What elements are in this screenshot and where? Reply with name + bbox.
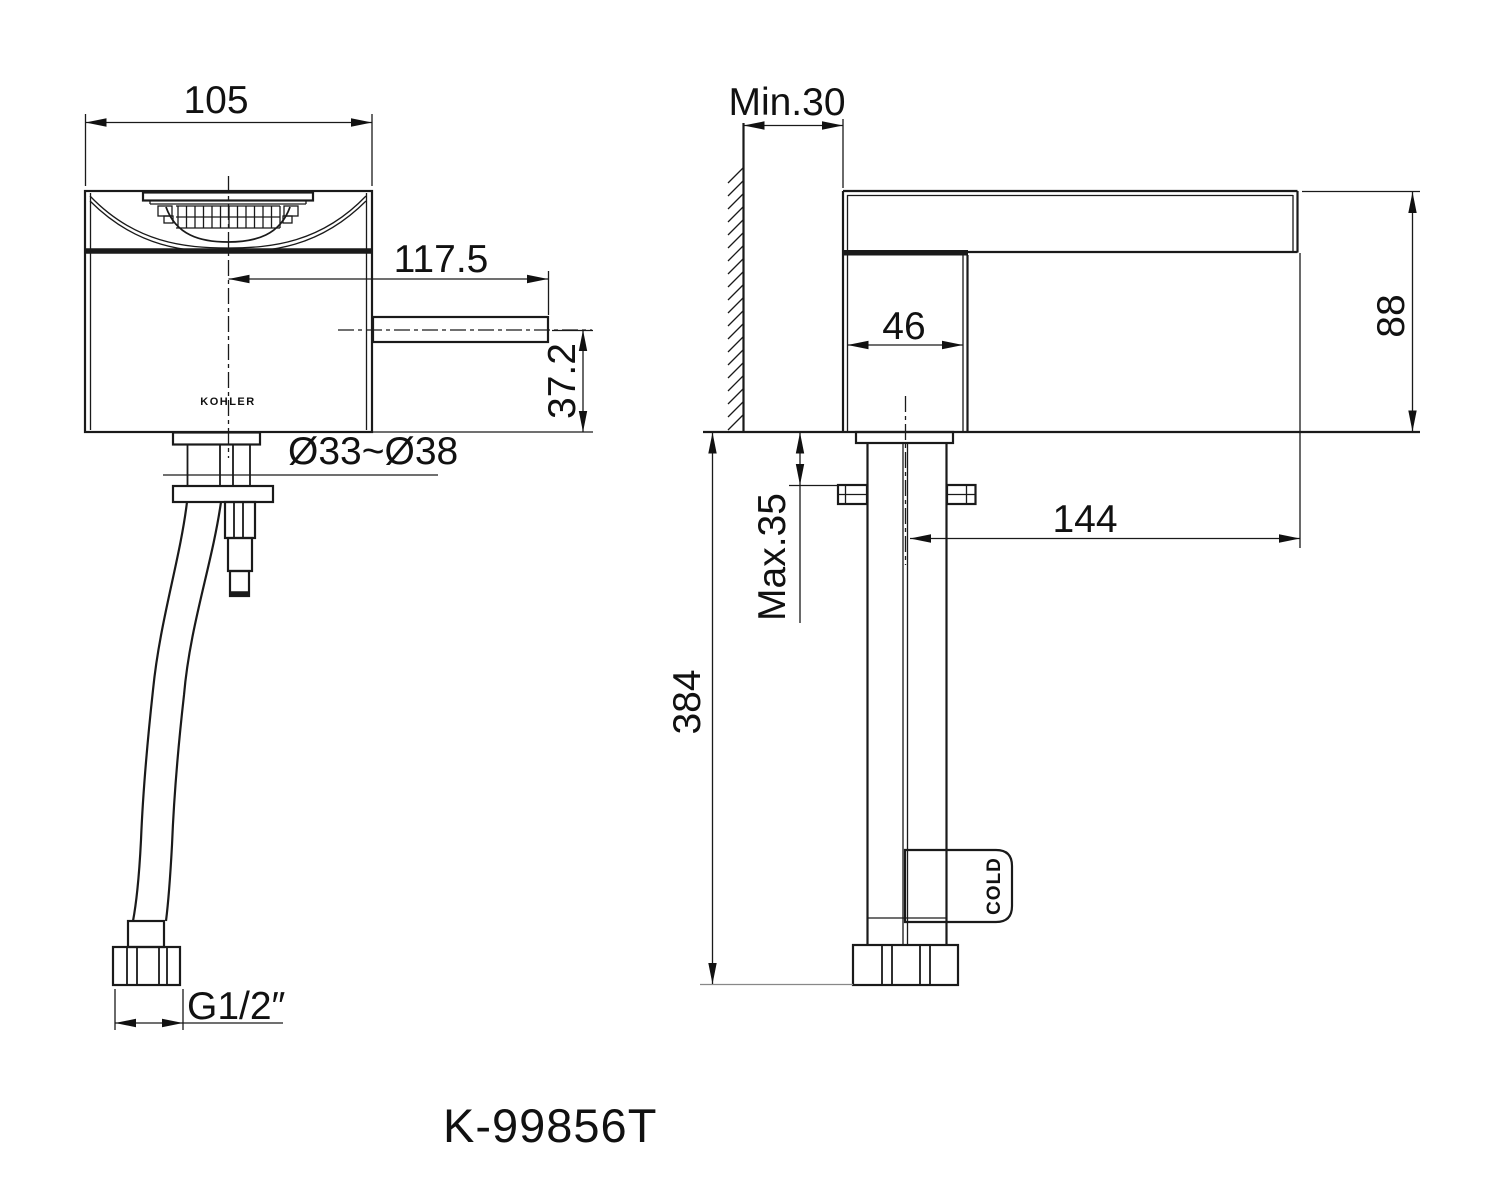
product-code-label: K-99856T bbox=[443, 1099, 657, 1152]
dim-spout-drop: 37.2 bbox=[541, 329, 593, 432]
faucet-body-side bbox=[962, 255, 969, 432]
dim-mounting-hole-label: Ø33~Ø38 bbox=[288, 430, 458, 473]
supply-hose-left-edge bbox=[131, 501, 189, 922]
base-washer bbox=[171, 431, 262, 446]
hose-end-nut bbox=[111, 945, 182, 987]
supply-hose-right-edge bbox=[164, 501, 223, 922]
dim-spout-drop-label: 37.2 bbox=[541, 343, 584, 419]
dim-supply-connection: G1/2″ bbox=[114, 985, 286, 1030]
dim-below-deck-length: 384 bbox=[666, 432, 717, 984]
shank-tube-inner bbox=[902, 443, 909, 945]
dim-wall-clearance-label: Min.30 bbox=[728, 81, 845, 124]
cold-tag-label: COLD bbox=[984, 857, 1005, 915]
dim-below-deck-length-label: 384 bbox=[666, 669, 709, 734]
side-view: COLD Min.30 46 88 bbox=[666, 81, 1420, 987]
dim-deck-thickness: Max.35 bbox=[751, 432, 838, 623]
dim-supply-connection-label: G1/2″ bbox=[187, 985, 286, 1028]
shank-tube-outer bbox=[866, 443, 948, 945]
dim-wall-clearance: Min.30 bbox=[728, 81, 846, 188]
dim-spout-reach-label: 117.5 bbox=[394, 238, 489, 281]
dim-body-width-label: 105 bbox=[183, 79, 248, 122]
valve-nut bbox=[223, 500, 257, 540]
spout-bar-side bbox=[841, 189, 1299, 432]
dim-body-depth: 46 bbox=[847, 305, 963, 350]
dim-mounting-hole: Ø33~Ø38 bbox=[163, 430, 458, 476]
side-underbody-assembly: COLD bbox=[700, 430, 1014, 987]
wall-hatch bbox=[727, 167, 744, 431]
dim-height-above-deck: 88 bbox=[1302, 190, 1420, 432]
dim-spout-reach: 117.5 bbox=[228, 238, 550, 315]
hose-collar bbox=[126, 919, 166, 949]
dim-body-depth-label: 46 bbox=[882, 305, 925, 348]
dim-spout-projection: 144 bbox=[910, 253, 1301, 548]
supply-nut-side bbox=[851, 943, 960, 987]
dim-height-above-deck-label: 88 bbox=[1370, 294, 1413, 337]
dim-deck-thickness-label: Max.35 bbox=[751, 493, 794, 621]
mounting-flange bbox=[171, 484, 275, 504]
shank-flange bbox=[854, 430, 955, 445]
front-underbody-assembly bbox=[111, 431, 275, 987]
front-view: KOHLER 105 bbox=[83, 79, 593, 1030]
kohler-logo: KOHLER bbox=[200, 396, 255, 408]
dim-spout-projection-label: 144 bbox=[1052, 498, 1117, 541]
cold-tag bbox=[903, 848, 1014, 924]
body-inner-edges bbox=[89, 193, 368, 430]
dim-body-width: 105 bbox=[84, 79, 373, 186]
